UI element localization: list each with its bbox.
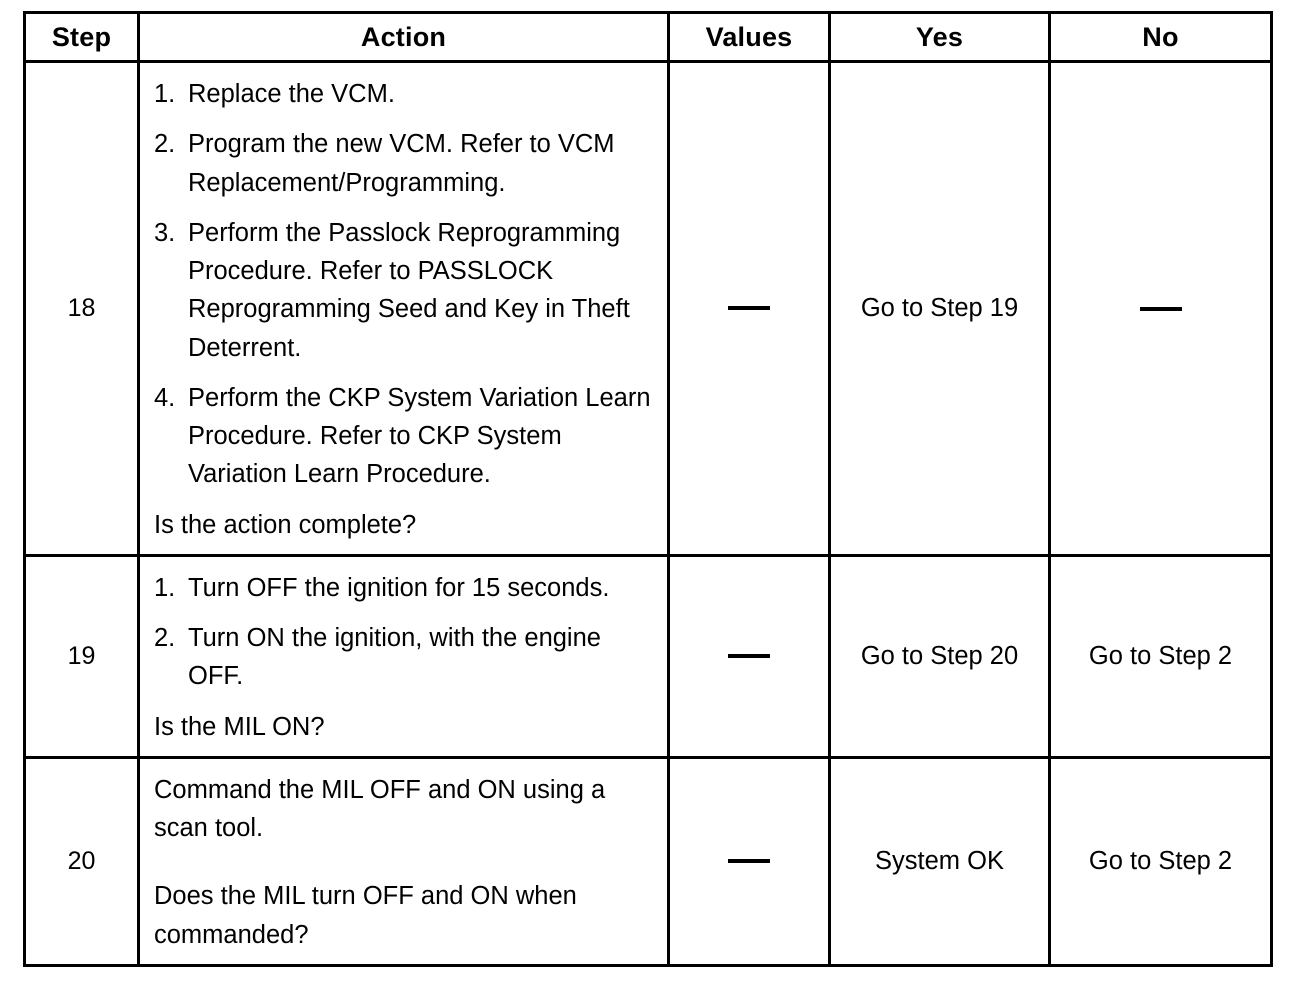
no-branch-cell xyxy=(1048,60,1273,557)
table-header: Step Action Values Yes No xyxy=(23,11,1273,63)
no-branch-cell: Go to Step 2 xyxy=(1048,755,1273,967)
table-row: 20 Command the MIL OFF and ON using a sc… xyxy=(23,755,1273,967)
list-item-text: Turn ON the ignition, with the engine OF… xyxy=(188,624,601,691)
dash-icon xyxy=(728,654,770,659)
yes-branch-cell: System OK xyxy=(828,755,1051,967)
action-question: Is the MIL ON? xyxy=(154,712,325,741)
action-list-item: 1. Replace the VCM. xyxy=(154,75,659,113)
list-item-number: 4. xyxy=(154,383,176,412)
dash-icon xyxy=(1139,307,1182,312)
action-cell: 1. Replace the VCM. 2. Program the new V… xyxy=(137,60,670,557)
values-cell xyxy=(667,60,831,557)
column-header-yes: Yes xyxy=(828,11,1051,63)
table-row: 18 1. Replace the VCM. 2. Program the ne… xyxy=(23,60,1273,557)
list-item-text: Perform the CKP System Variation Learn P… xyxy=(188,383,651,489)
step-number-cell: 18 xyxy=(23,60,140,557)
action-question: Does the MIL turn OFF and ON when comman… xyxy=(154,882,577,949)
column-header-step: Step xyxy=(23,11,140,63)
column-header-no: No xyxy=(1048,11,1273,63)
action-list-item: 1. Turn OFF the ignition for 15 seconds. xyxy=(154,569,659,607)
values-cell xyxy=(667,553,831,759)
action-cell: Command the MIL OFF and ON using a scan … xyxy=(137,755,670,967)
yes-branch-cell: Go to Step 19 xyxy=(828,60,1051,557)
action-cell: 1. Turn OFF the ignition for 15 seconds.… xyxy=(137,553,670,759)
column-header-action: Action xyxy=(137,11,670,63)
list-item-number: 1. xyxy=(154,573,176,602)
yes-branch-text: System OK xyxy=(875,846,1004,875)
list-item-text: Turn OFF the ignition for 15 seconds. xyxy=(188,573,610,602)
action-question: Is the action complete? xyxy=(154,510,417,539)
action-list-item: 2. Turn ON the ignition, with the engine… xyxy=(154,619,659,696)
diagnostic-step-table: Step Action Values Yes No 18 1. Replace … xyxy=(23,11,1273,967)
list-item-number: 2. xyxy=(154,624,176,652)
table-row: 19 1. Turn OFF the ignition for 15 secon… xyxy=(23,553,1273,759)
list-item-text: Perform the Passlock Reprogramming Proce… xyxy=(188,218,630,362)
yes-branch-text: Go to Step 19 xyxy=(860,293,1019,322)
action-list-item: 4. Perform the CKP System Variation Lear… xyxy=(154,379,659,494)
no-branch-cell: Go to Step 2 xyxy=(1048,553,1273,759)
dash-icon xyxy=(728,306,770,311)
column-header-values: Values xyxy=(667,11,831,63)
table-body: 18 1. Replace the VCM. 2. Program the ne… xyxy=(23,60,1273,967)
step-number-cell: 19 xyxy=(23,553,140,759)
list-item-text: Program the new VCM. Refer to VCM Replac… xyxy=(188,130,615,197)
step-number-cell: 20 xyxy=(23,755,140,967)
yes-branch-cell: Go to Step 20 xyxy=(828,553,1051,759)
values-cell xyxy=(667,755,831,967)
no-branch-text: Go to Step 2 xyxy=(1088,846,1233,875)
list-item-number: 1. xyxy=(154,80,176,108)
yes-branch-text: Go to Step 20 xyxy=(860,641,1019,670)
list-item-text: Replace the VCM. xyxy=(188,80,395,108)
no-branch-text: Go to Step 2 xyxy=(1088,641,1233,670)
list-item-number: 2. xyxy=(154,130,176,159)
list-item-number: 3. xyxy=(154,218,176,247)
table-header-row: Step Action Values Yes No xyxy=(23,11,1273,63)
dash-icon xyxy=(728,859,770,864)
action-list-item: 3. Perform the Passlock Reprogramming Pr… xyxy=(154,214,659,367)
action-statement: Command the MIL OFF and ON using a scan … xyxy=(154,775,606,842)
action-list-item: 2. Program the new VCM. Refer to VCM Rep… xyxy=(154,125,659,202)
